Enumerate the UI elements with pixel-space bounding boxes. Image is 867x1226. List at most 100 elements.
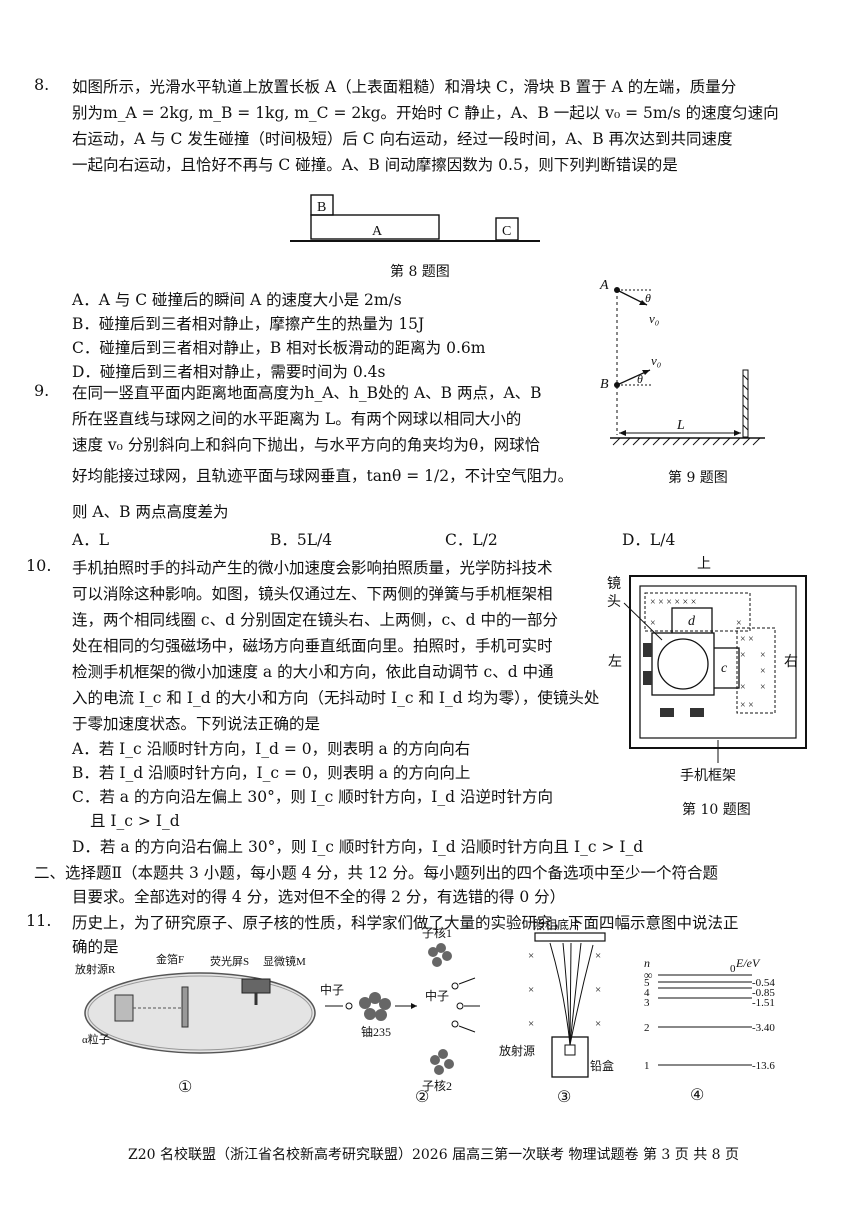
q11-fig4-e-2: -3.40	[752, 1022, 775, 1034]
q8-block-c	[495, 217, 519, 241]
q10-label-lens-2: 头	[607, 594, 621, 610]
q11-line-1: 历史上，为了研究原子、原子核的性质，科学家们做了大量的实验研究，下面四幅示意图中…	[72, 914, 739, 932]
q8-option-d: D．碰撞后到三者相对静止，需要时间为 0.4s	[72, 363, 386, 381]
q11-fig1-alpha: α粒子	[82, 1032, 110, 1046]
q9-line-4: 好均能接过球网，且轨迹平面与球网垂直，tanθ = 1/2，不计空气阻力。	[72, 467, 574, 485]
svg-text:× × × × × ×: × × × × × ×	[650, 597, 696, 608]
q10-label-up: 上	[697, 556, 711, 572]
q8-line-4: 一起向右运动，且恰好不再与 C 碰撞。A、B 间动摩擦因数为 0.5，则下列判断…	[72, 156, 678, 174]
svg-text:×: ×	[650, 618, 656, 629]
q9-option-b: B．5L/4	[270, 531, 333, 549]
q11-fig4-e-1: -13.6	[752, 1060, 775, 1072]
svg-text:×: ×	[736, 618, 742, 629]
q11-fig4-e-5: -0.54	[752, 977, 775, 989]
q10-option-a: A．若 I_c 沿顺时针方向，I_d = 0，则表明 a 的方向向右	[72, 740, 471, 758]
q11-fig1-source: 放射源R	[75, 962, 116, 976]
page-footer: Z20 名校联盟（浙江省名校新高考研究联盟）2026 届高三第一次联考 物理试题…	[128, 1147, 740, 1163]
q11-fig3-box: 铅盒	[590, 1058, 614, 1073]
section2-line-2: 目要求。全部选对的得 4 分，选对但不全的得 2 分，有选错的得 0 分）	[72, 888, 566, 906]
q9-number: 9.	[34, 381, 50, 400]
q11-fig3-film: 照相底片	[533, 917, 581, 932]
q10-label-lens-1: 镜	[607, 576, 621, 592]
svg-text:×: ×	[528, 1018, 534, 1030]
q9-option-a: A．L	[72, 531, 109, 549]
q10-label-left: 左	[608, 654, 622, 670]
q10-option-d: D．若 a 的方向沿右偏上 30°，则 I_c 顺时针方向，I_d 沿顺时针方向…	[72, 838, 644, 856]
q10-line-2: 可以消除这种影响。如图，镜头仅通过左、下两侧的弹簧与手机框架相	[72, 585, 553, 603]
svg-text:×: ×	[760, 682, 766, 693]
q11-line-2: 确的是	[72, 938, 119, 956]
q10-line-7: 于零加速度状态。下列说法正确的是	[72, 715, 321, 733]
svg-text:×: ×	[595, 1018, 601, 1030]
q11-fig2-nucleus1: 子核1	[422, 926, 452, 940]
q8-label-b: B	[317, 200, 326, 215]
q11-fig1-foil: 金箔F	[156, 952, 184, 966]
q10-line-6: 入的电流 I_c 和 I_d 的大小和方向（无抖动时 I_c 和 I_d 均为零…	[72, 689, 600, 707]
q11-fig4-n-inf: ∞	[644, 968, 653, 982]
svg-text:× ×: × ×	[740, 700, 754, 711]
q8-label-c: C	[502, 224, 511, 239]
q10-number: 10.	[26, 556, 52, 575]
q9-line-5: 则 A、B 两点高度差为	[72, 503, 229, 521]
q11-fig3-source: 放射源	[499, 1043, 535, 1058]
svg-text:×: ×	[595, 950, 601, 962]
q11-fig4-n-5: 5	[644, 977, 650, 989]
q10-line-4: 处在相同的匀强磁场中，磁场方向垂直纸面向里。拍照时，手机可实时	[72, 637, 553, 655]
q11-fig4-n-1: 1	[644, 1060, 650, 1072]
q11-fig1-screen: 荧光屏S	[210, 954, 249, 968]
q11-fig4-n-2: 2	[644, 1022, 650, 1034]
svg-text:×: ×	[740, 650, 746, 661]
q9-line-2: 所在竖直线与球网之间的水平距离为 L。有两个网球以相同大小的	[72, 410, 522, 428]
q11-fig4-label: ④	[690, 1087, 704, 1104]
q8-figure: B A C	[290, 194, 540, 242]
q11-fig2-neutron2: 中子	[425, 988, 449, 1003]
q11-fig2-nucleus2: 子核2	[422, 1079, 452, 1093]
q8-label-a: A	[372, 224, 383, 239]
q8-line-1: 如图所示，光滑水平轨道上放置长板 A（上表面粗糙）和滑块 C，滑块 B 置于 A…	[72, 78, 737, 96]
q9-theta-1: θ	[645, 291, 651, 305]
q9-label-l: L	[676, 418, 685, 433]
q9-figure: A B θ v₀ θ v₀ L	[599, 278, 765, 446]
q11-fig4-n-3: 3	[644, 997, 650, 1009]
q10-line-5: 检测手机框架的微小加速度 a 的大小和方向，依此自动调节 c、d 中通	[72, 663, 554, 681]
q8-board-a	[310, 214, 440, 240]
q10-label-frame: 手机框架	[680, 768, 736, 784]
q9-v0-2: v₀	[651, 353, 661, 368]
q10-option-b: B．若 I_d 沿顺时针方向，I_c = 0，则表明 a 的方向向上	[72, 764, 471, 782]
q11-fig3-label: ③	[557, 1089, 571, 1105]
q10-coil-c: c	[721, 661, 728, 676]
svg-text:×: ×	[760, 666, 766, 677]
q11-figure-1: 放射源R 金箔F 荧光屏S 显微镜M α粒子 ①	[75, 952, 316, 1096]
q11-fig2-label: ②	[415, 1089, 429, 1105]
q11-fig4-e-inf: 0	[730, 963, 736, 975]
q11-figure-4: n E/eV ∞ 5 4 3 2 1 0 -0.54 -0.85 -1.51 -…	[644, 956, 775, 1104]
q11-fig4-e-4: -0.85	[752, 987, 775, 999]
q9-label-b: B	[600, 377, 609, 392]
q10-line-1: 手机拍照时手的抖动产生的微小加速度会影响拍照质量，光学防抖技术	[72, 559, 553, 577]
q9-theta-2: θ	[637, 372, 643, 386]
q9-label-a: A	[599, 278, 609, 293]
q9-line-3: 速度 v₀ 分别斜向上和斜向下抛出，与水平方向的角夹均为θ，网球恰	[72, 436, 541, 454]
q10-figure: × × × × × × ×× × ××× ××× × × d c 上 左 右 镜…	[607, 556, 807, 784]
svg-text:× ×: × ×	[740, 634, 754, 645]
q11-fig4-n-4: 4	[644, 987, 650, 999]
q10-label-right: 右	[784, 654, 798, 670]
q8-line-3: 右运动，A 与 C 发生碰撞（时间极短）后 C 向右运动，经过一段时间，A、B …	[72, 130, 733, 148]
section2-line-1: 二、选择题Ⅱ（本题共 3 小题，每小题 4 分，共 12 分。每小题列出的四个备…	[34, 864, 719, 882]
q9-v0-1: v₀	[649, 311, 659, 326]
q11-fig1-microscope: 显微镜M	[263, 954, 306, 968]
svg-text:×: ×	[760, 650, 766, 661]
svg-text:×: ×	[528, 950, 534, 962]
q11-figure-2: 子核1 中子 中子 铀235 子核2 ②	[320, 926, 480, 1105]
q10-line-3: 连，两个相同线圈 c、d 分别固定在镜头右、上两侧，c、d 中的一部分	[72, 611, 558, 629]
q11-fig2-u235: 铀235	[361, 1025, 391, 1039]
q10-fig-caption: 第 10 题图	[682, 802, 751, 818]
q8-fig-caption: 第 8 题图	[390, 264, 450, 280]
q10-option-c-cont: 且 I_c > I_d	[90, 812, 180, 830]
q11-fig2-neutron: 中子	[320, 982, 344, 997]
q11-number: 11.	[26, 911, 52, 930]
q11-fig1-label: ①	[178, 1079, 192, 1096]
q11-fig4-e: E/eV	[735, 956, 761, 970]
q9-line-1: 在同一竖直平面内距离地面高度为h_A、h_B处的 A、B 两点，A、B	[72, 384, 542, 402]
q11-fig4-n: n	[644, 956, 650, 970]
